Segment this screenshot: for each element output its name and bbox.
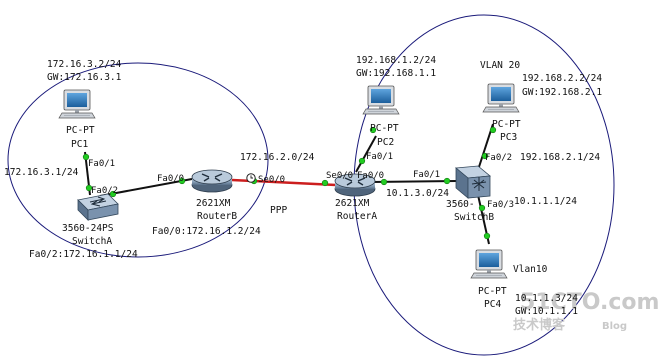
vlan-10-1-1-ip: 10.1.1.1/24: [514, 196, 577, 207]
pc2-type: PC-PT: [370, 123, 399, 134]
switchA-icon[interactable]: [77, 193, 119, 221]
pc3-type: PC-PT: [492, 119, 521, 130]
left-network-ellipse: [7, 62, 269, 258]
pc2-gateway: GW:192.168.1.1: [356, 68, 436, 79]
port-dot: [358, 157, 366, 165]
switchA-fa02-ip: Fa0/2:172.16.1.1/24: [29, 249, 138, 260]
pc2-icon[interactable]: [362, 85, 400, 115]
port-dot: [82, 153, 90, 161]
switchA-fa01-label: Fa0/1: [88, 159, 115, 169]
routerB-fa00-ip: Fa0/0:172.16.1.2/24: [152, 226, 261, 237]
switchB-fa01-label: Fa0/1: [413, 170, 440, 180]
watermark: 51CTO.com 技术博客 Blog: [513, 290, 659, 333]
pc4-type: PC-PT: [478, 286, 507, 297]
switchA-name: SwitchA: [72, 236, 112, 247]
switchB-icon[interactable]: [455, 165, 491, 199]
port-dots: [82, 126, 497, 240]
port-dot: [178, 177, 186, 185]
clock-icon: [246, 173, 256, 183]
link-pc2-routerA: [355, 135, 377, 173]
watermark-sub: 技术博客: [513, 317, 566, 333]
pc1-type: PC-PT: [66, 125, 95, 136]
switchB-fa02-label: Fa0/2: [485, 153, 512, 163]
port-dot: [478, 204, 486, 212]
port-dot: [321, 179, 329, 187]
port-dot: [489, 126, 497, 134]
vlan-172-16-3-ip: 172.16.3.1/24: [4, 167, 79, 178]
switchB-fa03-label: Fa0/3: [487, 200, 514, 210]
pc3-icon[interactable]: [482, 83, 520, 113]
pc3-vlan: VLAN 20: [480, 60, 520, 71]
port-dot: [85, 184, 93, 192]
routerB-model: 2621XM: [196, 198, 231, 209]
switchA-model: 3560-24PS: [62, 223, 114, 234]
pc3-name: PC3: [500, 132, 517, 143]
switchA-fa02-label: Fa0/2: [91, 186, 118, 196]
pc4-name: PC4: [484, 299, 501, 310]
pc4-ip: 10.1.1.3/24: [515, 293, 578, 304]
pc3-ip: 192.168.2.2/24: [522, 73, 602, 84]
routerB-icon[interactable]: [191, 169, 233, 193]
routerA-fa00-label: Fa0/0: [357, 171, 384, 181]
pc4-vlan: Vlan10: [513, 264, 548, 275]
pc1-icon[interactable]: [58, 89, 96, 119]
pc4-gateway: GW:10.1.1.1: [515, 306, 578, 317]
pc3-gateway: GW:192.168.2.1: [522, 87, 602, 98]
ppp-label: PPP: [270, 205, 287, 216]
pc4-icon[interactable]: [470, 249, 508, 279]
routerB-name: RouterB: [197, 211, 237, 222]
port-dot: [369, 126, 377, 134]
vlan-192-168-2-ip: 192.168.2.1/24: [520, 152, 600, 163]
pc2-ip: 192.168.1.2/24: [356, 55, 436, 66]
routerA-name: RouterA: [337, 211, 377, 222]
port-dot: [483, 232, 491, 240]
serial-network: 172.16.2.0/24: [240, 152, 315, 163]
port-dot: [481, 152, 489, 160]
pc1-gateway: GW:172.16.3.1: [47, 72, 122, 83]
link-ra-sb-network: 10.1.3.0/24: [386, 188, 449, 199]
watermark-site: 51CTO.com: [520, 290, 659, 315]
switchB-model: 3560-: [446, 199, 475, 210]
pc2-name: PC2: [377, 137, 394, 148]
watermark-blog: Blog: [602, 321, 627, 332]
port-dot: [380, 178, 388, 186]
routerA-fa01-label: Fa0/1: [366, 152, 393, 162]
pc1-name: PC1: [71, 139, 88, 150]
routerA-se00-label: Se0/0: [326, 171, 353, 181]
port-dot: [109, 190, 117, 198]
port-dot: [443, 177, 451, 185]
pc1-ip: 172.16.3.2/24: [47, 59, 122, 70]
routerA-model: 2621XM: [335, 198, 370, 209]
routerB-fa00-label: Fa0/0: [157, 174, 184, 184]
routerB-se00-label: Se0/0: [258, 175, 285, 185]
switchB-name: SwitchB: [454, 212, 494, 223]
